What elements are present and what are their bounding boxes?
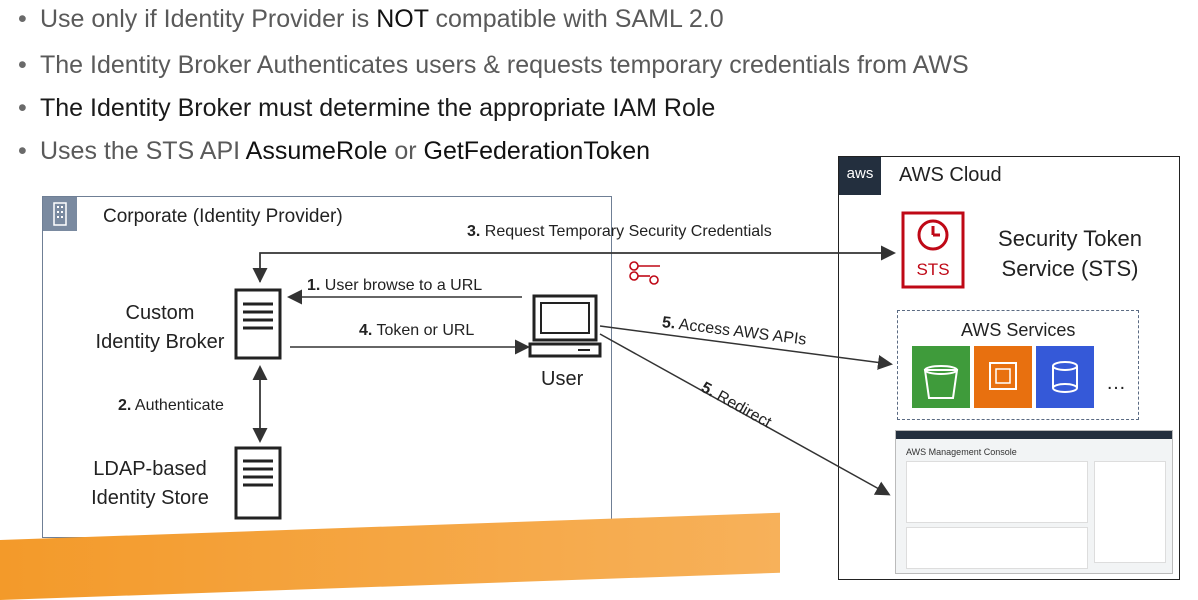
step-4-label: 4. Token or URL: [359, 322, 475, 339]
bullet-3: •The Identity Broker must determine the …: [18, 94, 716, 122]
bullet-1: •Use only if Identity Provider is NOT co…: [18, 5, 724, 33]
console-title: AWS Management Console: [906, 447, 1017, 457]
credentials-icon: [629, 261, 660, 285]
bullet-2: •The Identity Broker Authenticates users…: [18, 51, 969, 79]
computer-icon: [528, 294, 602, 358]
management-console-screenshot: AWS Management Console: [895, 430, 1173, 574]
broker-server-icon: [234, 288, 282, 360]
sts-badge: STS: [916, 260, 950, 279]
s3-icon: [912, 346, 970, 408]
bullet-4: •Uses the STS API AssumeRole or GetFeder…: [18, 137, 651, 165]
aws-logo: aws: [839, 157, 881, 195]
aws-services-title: AWS Services: [961, 320, 1076, 340]
ldap-label: LDAP-based Identity Store: [91, 458, 209, 509]
ec2-icon: [974, 346, 1032, 408]
sts-icon: [901, 211, 965, 289]
building-icon: [43, 197, 77, 231]
ldap-server-icon: [234, 446, 282, 520]
aws-services-group: [897, 310, 1139, 420]
corporate-title: Corporate (Identity Provider): [103, 206, 343, 227]
user-label: User: [541, 368, 584, 390]
step-3-label: 3. Request Temporary Security Credential…: [467, 223, 772, 240]
sts-label: Security Token Service (STS): [998, 226, 1142, 281]
aws-cloud-title: AWS Cloud: [899, 164, 1002, 186]
broker-label: Custom Identity Broker: [95, 302, 225, 353]
step-1-label: 1. User browse to a URL: [307, 277, 483, 294]
step-2-label: 2. Authenticate: [118, 397, 224, 414]
more-services: …: [1106, 372, 1126, 394]
database-icon: [1036, 346, 1094, 408]
